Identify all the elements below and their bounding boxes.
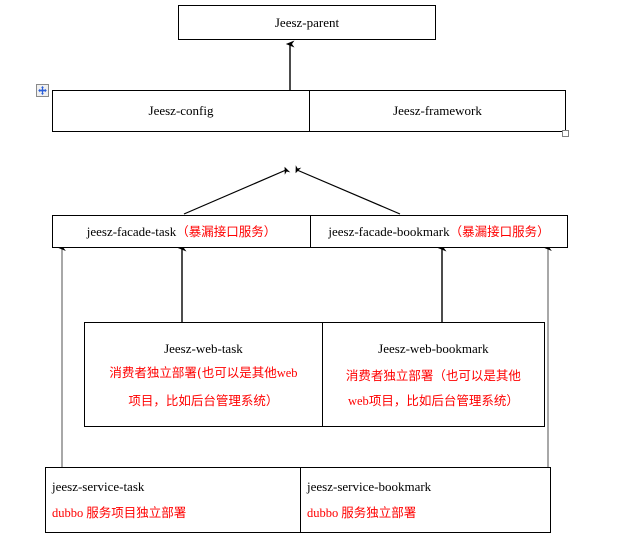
- box-jeesz-framework[interactable]: Jeesz-framework: [309, 91, 565, 131]
- move-cross-icon: [38, 86, 47, 95]
- row-web[interactable]: Jeesz-web-task 消费者独立部署(也可以是其他web 项目，比如后台…: [84, 322, 545, 427]
- jeesz-web-task-desc-line2: 项目，比如后台管理系统）: [128, 392, 279, 408]
- jeesz-facade-bookmark-note: （暴漏接口服务）: [449, 223, 550, 239]
- row-modules[interactable]: Jeesz-config Jeesz-framework: [52, 90, 566, 132]
- jeesz-facade-bookmark-label: jeesz-facade-bookmark: [328, 223, 450, 239]
- arrow-facade-bookmark-to-module: [295, 165, 401, 215]
- box-jeesz-facade-bookmark[interactable]: jeesz-facade-bookmark（暴漏接口服务）: [310, 216, 567, 247]
- jeesz-web-bookmark-desc-cn2: 项目，比如后台管理系统）: [368, 392, 519, 408]
- jeesz-web-task-desc-line1: 消费者独立部署(也可以是其他web: [89, 365, 318, 381]
- box-jeesz-parent[interactable]: Jeesz-parent: [178, 5, 436, 40]
- jeesz-service-task-desc-en: dubbo: [52, 506, 84, 520]
- box-jeesz-config[interactable]: Jeesz-config: [53, 91, 309, 131]
- table-move-handle[interactable]: [36, 84, 49, 97]
- jeesz-web-bookmark-desc-line1: 消费者独立部署（也可以是其他: [345, 367, 521, 383]
- jeesz-facade-task-note: （暴漏接口服务）: [176, 223, 277, 239]
- jeesz-facade-bookmark-content: jeesz-facade-bookmark（暴漏接口服务）: [311, 224, 567, 240]
- jeesz-service-bookmark-desc-en: dubbo: [307, 506, 339, 520]
- jeesz-web-bookmark-desc-line2: web项目，比如后台管理系统）: [327, 393, 540, 409]
- jeesz-web-bookmark-desc-en2: web: [347, 393, 369, 408]
- jeesz-web-task-desc-en1: web: [276, 365, 298, 380]
- row-facade[interactable]: jeesz-facade-task（暴漏接口服务） jeesz-facade-b…: [52, 215, 568, 248]
- jeesz-web-bookmark-label: Jeesz-web-bookmark: [378, 340, 489, 356]
- arrow-facade-task-to-module: [183, 166, 291, 215]
- jeesz-config-label: Jeesz-config: [148, 103, 214, 118]
- jeesz-facade-task-content: jeesz-facade-task（暴漏接口服务）: [53, 224, 310, 240]
- jeesz-service-task-desc-cn: 服务项目独立部署: [86, 505, 187, 520]
- jeesz-service-bookmark-desc-cn: 服务独立部署: [341, 505, 417, 520]
- jeesz-service-task-label: jeesz-service-task: [52, 479, 145, 494]
- jeesz-facade-task-label: jeesz-facade-task: [86, 223, 177, 239]
- jeesz-service-bookmark-label: jeesz-service-bookmark: [307, 479, 432, 494]
- box-jeesz-web-task[interactable]: Jeesz-web-task 消费者独立部署(也可以是其他web 项目，比如后台…: [85, 323, 322, 426]
- jeesz-web-task-label: Jeesz-web-task: [164, 340, 243, 356]
- box-jeesz-facade-task[interactable]: jeesz-facade-task（暴漏接口服务）: [53, 216, 310, 247]
- table-resize-handle[interactable]: [562, 130, 569, 137]
- box-jeesz-web-bookmark[interactable]: Jeesz-web-bookmark 消费者独立部署（也可以是其他 web项目，…: [321, 323, 544, 426]
- jeesz-parent-label: Jeesz-parent: [274, 14, 340, 30]
- jeesz-framework-label: Jeesz-framework: [393, 103, 482, 118]
- jeesz-web-task-desc-cn1: 消费者独立部署(也可以是其他: [109, 364, 277, 380]
